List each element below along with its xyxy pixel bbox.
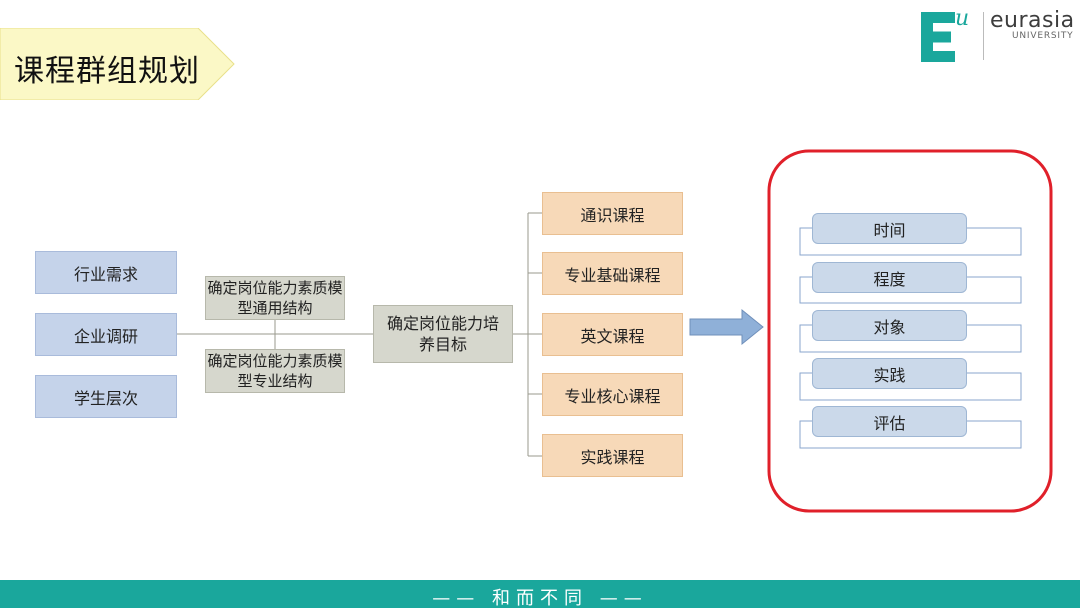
logo-wordmark: eurasia <box>990 8 1075 33</box>
right-arrow <box>689 308 764 346</box>
structure-box: 确定岗位能力素质模型专业结构 <box>205 349 345 393</box>
footer-bar <box>0 580 1080 608</box>
logo-subtitle: UNIVERSITY <box>1012 31 1074 41</box>
input-box: 企业调研 <box>35 313 177 356</box>
input-box: 学生层次 <box>35 375 177 418</box>
page-title: 课程群组规划 <box>14 54 200 89</box>
factor-pill: 时间 <box>812 213 967 244</box>
factor-pill: 评估 <box>812 406 967 437</box>
course-box: 专业基础课程 <box>542 252 683 295</box>
logo-superscript: u <box>955 6 970 31</box>
goal-box: 确定岗位能力培养目标 <box>373 305 513 363</box>
university-logo-mark <box>921 12 955 62</box>
footer-motto: —— 和而不同 —— <box>432 588 648 609</box>
course-box: 实践课程 <box>542 434 683 477</box>
highlight-frame <box>767 149 1053 513</box>
logo-divider <box>983 12 984 60</box>
title-banner <box>0 28 235 100</box>
structure-box: 确定岗位能力素质模型通用结构 <box>205 276 345 320</box>
input-box: 行业需求 <box>35 251 177 294</box>
course-box: 专业核心课程 <box>542 373 683 416</box>
factor-pill: 实践 <box>812 358 967 389</box>
factor-pill: 程度 <box>812 262 967 293</box>
course-box: 通识课程 <box>542 192 683 235</box>
factor-pill: 对象 <box>812 310 967 341</box>
course-box: 英文课程 <box>542 313 683 356</box>
